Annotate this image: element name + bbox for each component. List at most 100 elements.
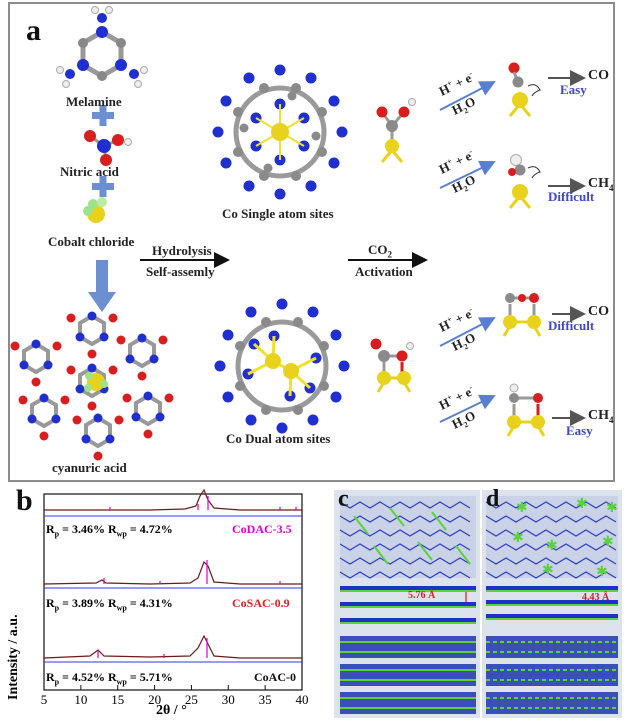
rp-value: 3.89% <box>71 596 105 610</box>
rwp-letter: R <box>107 522 117 536</box>
x-tick-label: 35 <box>258 692 272 707</box>
intermediate-4 <box>506 383 546 437</box>
svg-text:✱: ✱ <box>576 497 588 512</box>
nitric-acid-label: Nitric acid <box>60 164 119 179</box>
plus-icon <box>92 105 114 197</box>
dual-sites-label: Co Dual atom sites <box>226 431 331 446</box>
series-coac <box>43 634 302 659</box>
product-2: CH4 <box>588 176 614 193</box>
cyanuric-acid-label: cyanuric acid <box>52 460 127 475</box>
intermediate-1 <box>508 62 541 117</box>
hydrolysis-label: Hydrolysis <box>152 243 212 258</box>
panel-c-letter: c <box>338 486 349 512</box>
rp-letter: R <box>46 670 55 684</box>
ch4-sub: 4 <box>609 182 614 193</box>
svg-text:✱: ✱ <box>602 535 614 550</box>
panel-d-graphics: ✱✱✱✱✱✱✱✱ <box>485 496 618 714</box>
svg-text:✱: ✱ <box>542 563 554 578</box>
side-view-layers <box>340 586 476 624</box>
x-tick-label: 20 <box>148 692 162 707</box>
intermediate-2 <box>508 154 541 209</box>
rwp-sub: wp <box>116 677 127 687</box>
rp-letter: R <box>46 522 55 536</box>
rwp-sub: wp <box>116 603 127 613</box>
co2-label: CO2 <box>368 242 392 260</box>
svg-text:✱: ✱ <box>546 539 558 554</box>
ticks-coac <box>97 638 208 658</box>
x-tick-label: 15 <box>111 692 125 707</box>
difficulty-4: Easy <box>566 423 593 438</box>
ch4-sub: 4 <box>609 414 614 425</box>
rp-sub: p <box>54 677 60 687</box>
x-tick-label: 5 <box>40 692 48 707</box>
intermediate-3 <box>502 293 542 337</box>
x-tick-label: 30 <box>221 692 235 707</box>
panel-c-graphics <box>339 496 476 714</box>
cobalt-chloride-label: Cobalt chloride <box>48 234 135 249</box>
cooh-dual-adsorbate <box>370 338 414 393</box>
svg-text:✱: ✱ <box>516 501 528 516</box>
sample-coac-label: CoAC-0 <box>254 670 296 684</box>
panel-d-structure: ✱✱✱✱✱✱✱✱ <box>482 490 622 718</box>
stacked-view <box>486 636 618 714</box>
svg-text:✱: ✱ <box>512 531 524 546</box>
cooh-single-adsorbate <box>376 98 416 163</box>
y-axis-label: Intensity / a.u. <box>6 614 21 700</box>
rwp-value: 4.72% <box>139 522 173 536</box>
activation-label: Activation <box>355 264 413 279</box>
top-view-lattice <box>339 496 476 579</box>
rfactor-codac: Rp = 3.46% Rwp = 4.72% <box>46 522 173 539</box>
product-1: CO <box>588 68 609 83</box>
ch4-text: CH <box>588 408 609 423</box>
panel-a-graphics <box>8 6 586 463</box>
difficulty-2: Difficult <box>548 189 595 204</box>
nitric-acid-molecule <box>84 130 132 166</box>
co-single-atom-network <box>212 64 348 200</box>
rp-letter: R <box>46 596 55 610</box>
x-tick-label: 25 <box>184 692 198 707</box>
series-cosac <box>43 560 302 585</box>
rfactor-cosac: Rp = 3.89% Rwp = 4.31% <box>46 596 173 613</box>
rp-sub: p <box>54 603 60 613</box>
panel-c-spacing: 5.76 Å <box>408 590 436 601</box>
x-tick-label: 40 <box>295 692 309 707</box>
sample-codac-label: CoDAC-3.5 <box>232 522 292 536</box>
product-3: CO <box>588 304 609 319</box>
rp-value: 4.52% <box>71 670 105 684</box>
side-view-layers <box>486 586 618 620</box>
ticks-cosac <box>103 560 281 584</box>
melamine-molecule <box>56 6 148 88</box>
stacked-view <box>340 636 476 714</box>
co2-text: CO <box>368 242 388 257</box>
cobalt-chloride-molecule <box>83 197 107 223</box>
product-4: CH4 <box>588 408 614 425</box>
rwp-letter: R <box>107 596 117 610</box>
self-assembly-label: Self-assemly <box>146 264 215 279</box>
panel-a-letter: a <box>26 14 41 47</box>
difficulty-1: Easy <box>560 82 587 97</box>
panel-d-letter: d <box>486 486 500 512</box>
cyanuric-acid-assembly <box>8 309 176 463</box>
plot-frame <box>43 493 303 691</box>
top-view-lattice: ✱✱✱✱✱✱✱✱ <box>485 496 618 580</box>
difficulty-3: Difficult <box>548 318 595 333</box>
x-ticks <box>43 685 303 690</box>
down-arrow-icon <box>88 260 116 312</box>
rwp-value: 4.31% <box>139 596 173 610</box>
panel-b-letter: b <box>16 484 33 517</box>
co-dual-atom-network <box>214 298 350 434</box>
panel-d-spacing: 4.43 Å <box>582 592 610 603</box>
rwp-sub: wp <box>116 529 127 539</box>
panel-c-structure <box>334 490 480 718</box>
ticks-codac <box>109 496 297 510</box>
x-tick-label: 10 <box>74 692 88 707</box>
svg-text:✱: ✱ <box>606 501 618 516</box>
series-codac <box>44 488 302 511</box>
sample-cosac-label: CoSAC-0.9 <box>232 596 290 610</box>
rp-value: 3.46% <box>71 522 105 536</box>
ch4-text: CH <box>588 176 609 191</box>
rwp-value: 5.71% <box>139 670 173 684</box>
co2-subscript: 2 <box>387 249 393 260</box>
x-axis-label: 2θ / ° <box>156 703 187 718</box>
rfactor-coac: Rp = 4.52% Rwp = 5.71% <box>46 670 173 687</box>
